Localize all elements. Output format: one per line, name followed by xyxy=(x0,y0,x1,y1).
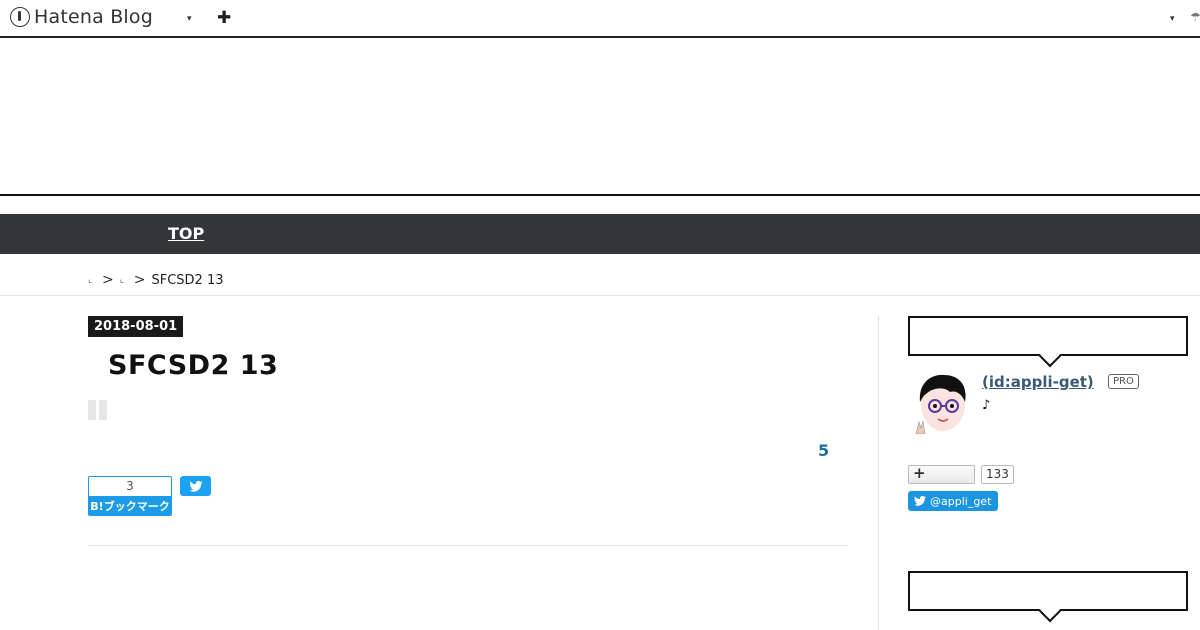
column-divider xyxy=(878,316,879,630)
entry-date[interactable]: 2018-08-01 xyxy=(88,316,184,337)
twitter-handle: @appli_get xyxy=(930,494,992,508)
hatena-bookmark-button[interactable]: 3 B!ブックマーク xyxy=(88,476,172,516)
menu-chevron-down-icon[interactable]: ▾ xyxy=(1170,14,1175,24)
hatena-star-count[interactable]: 5 xyxy=(818,441,830,460)
pro-badge: PRO xyxy=(1108,374,1139,389)
breadcrumb-current: SFCSD2 13 xyxy=(151,272,224,288)
breadcrumb-link-category[interactable]: ⌞ xyxy=(119,275,124,285)
notification-icon[interactable]: ☂ xyxy=(1190,10,1200,24)
quote-icon xyxy=(88,400,108,420)
breadcrumb-separator: > xyxy=(133,272,146,288)
breadcrumb-separator: > xyxy=(102,272,114,288)
follower-count: 133 xyxy=(981,465,1014,484)
article-divider xyxy=(88,545,848,546)
profile-avatar[interactable] xyxy=(910,372,972,434)
twitter-bird-icon xyxy=(188,480,203,492)
follow-plus-icon: + xyxy=(913,464,926,482)
follow-button[interactable]: + xyxy=(908,464,975,484)
breadcrumb: ⌞ > ⌞ > SFCSD2 13 xyxy=(88,272,223,288)
breadcrumb-divider xyxy=(0,295,1200,296)
hatena-blog-logo[interactable]: Hatena Blog xyxy=(10,6,153,28)
hatena-logo-icon xyxy=(10,7,30,27)
twitter-bird-icon xyxy=(914,496,926,506)
twitter-follow-button[interactable]: @appli_get xyxy=(908,491,999,511)
hatena-bookmark-count: 3 xyxy=(126,479,134,493)
hatena-bookmark-label: B!ブックマーク xyxy=(89,496,171,515)
profile-id-link[interactable]: (id:appli-get) xyxy=(982,373,1094,391)
logo-text: Hatena Blog xyxy=(34,6,153,28)
profile-description: ♪ xyxy=(982,398,991,413)
sidebar-module-heading xyxy=(908,571,1188,611)
breadcrumb-link-home[interactable]: ⌞ xyxy=(88,275,93,285)
account-menu-chevron-down-icon[interactable]: ▾ xyxy=(187,14,192,24)
global-header: Hatena Blog ▾ ✚ ▾ ☂ xyxy=(0,0,1200,38)
global-nav: TOP xyxy=(0,214,1200,254)
entry-title[interactable]: SFCSD2 13 xyxy=(108,350,279,381)
blog-header-banner xyxy=(0,40,1200,196)
nav-link-top[interactable]: TOP xyxy=(168,224,205,243)
new-post-plus-icon[interactable]: ✚ xyxy=(217,8,232,28)
sidebar-module-heading-profile xyxy=(908,316,1188,356)
twitter-share-button[interactable] xyxy=(180,476,211,496)
